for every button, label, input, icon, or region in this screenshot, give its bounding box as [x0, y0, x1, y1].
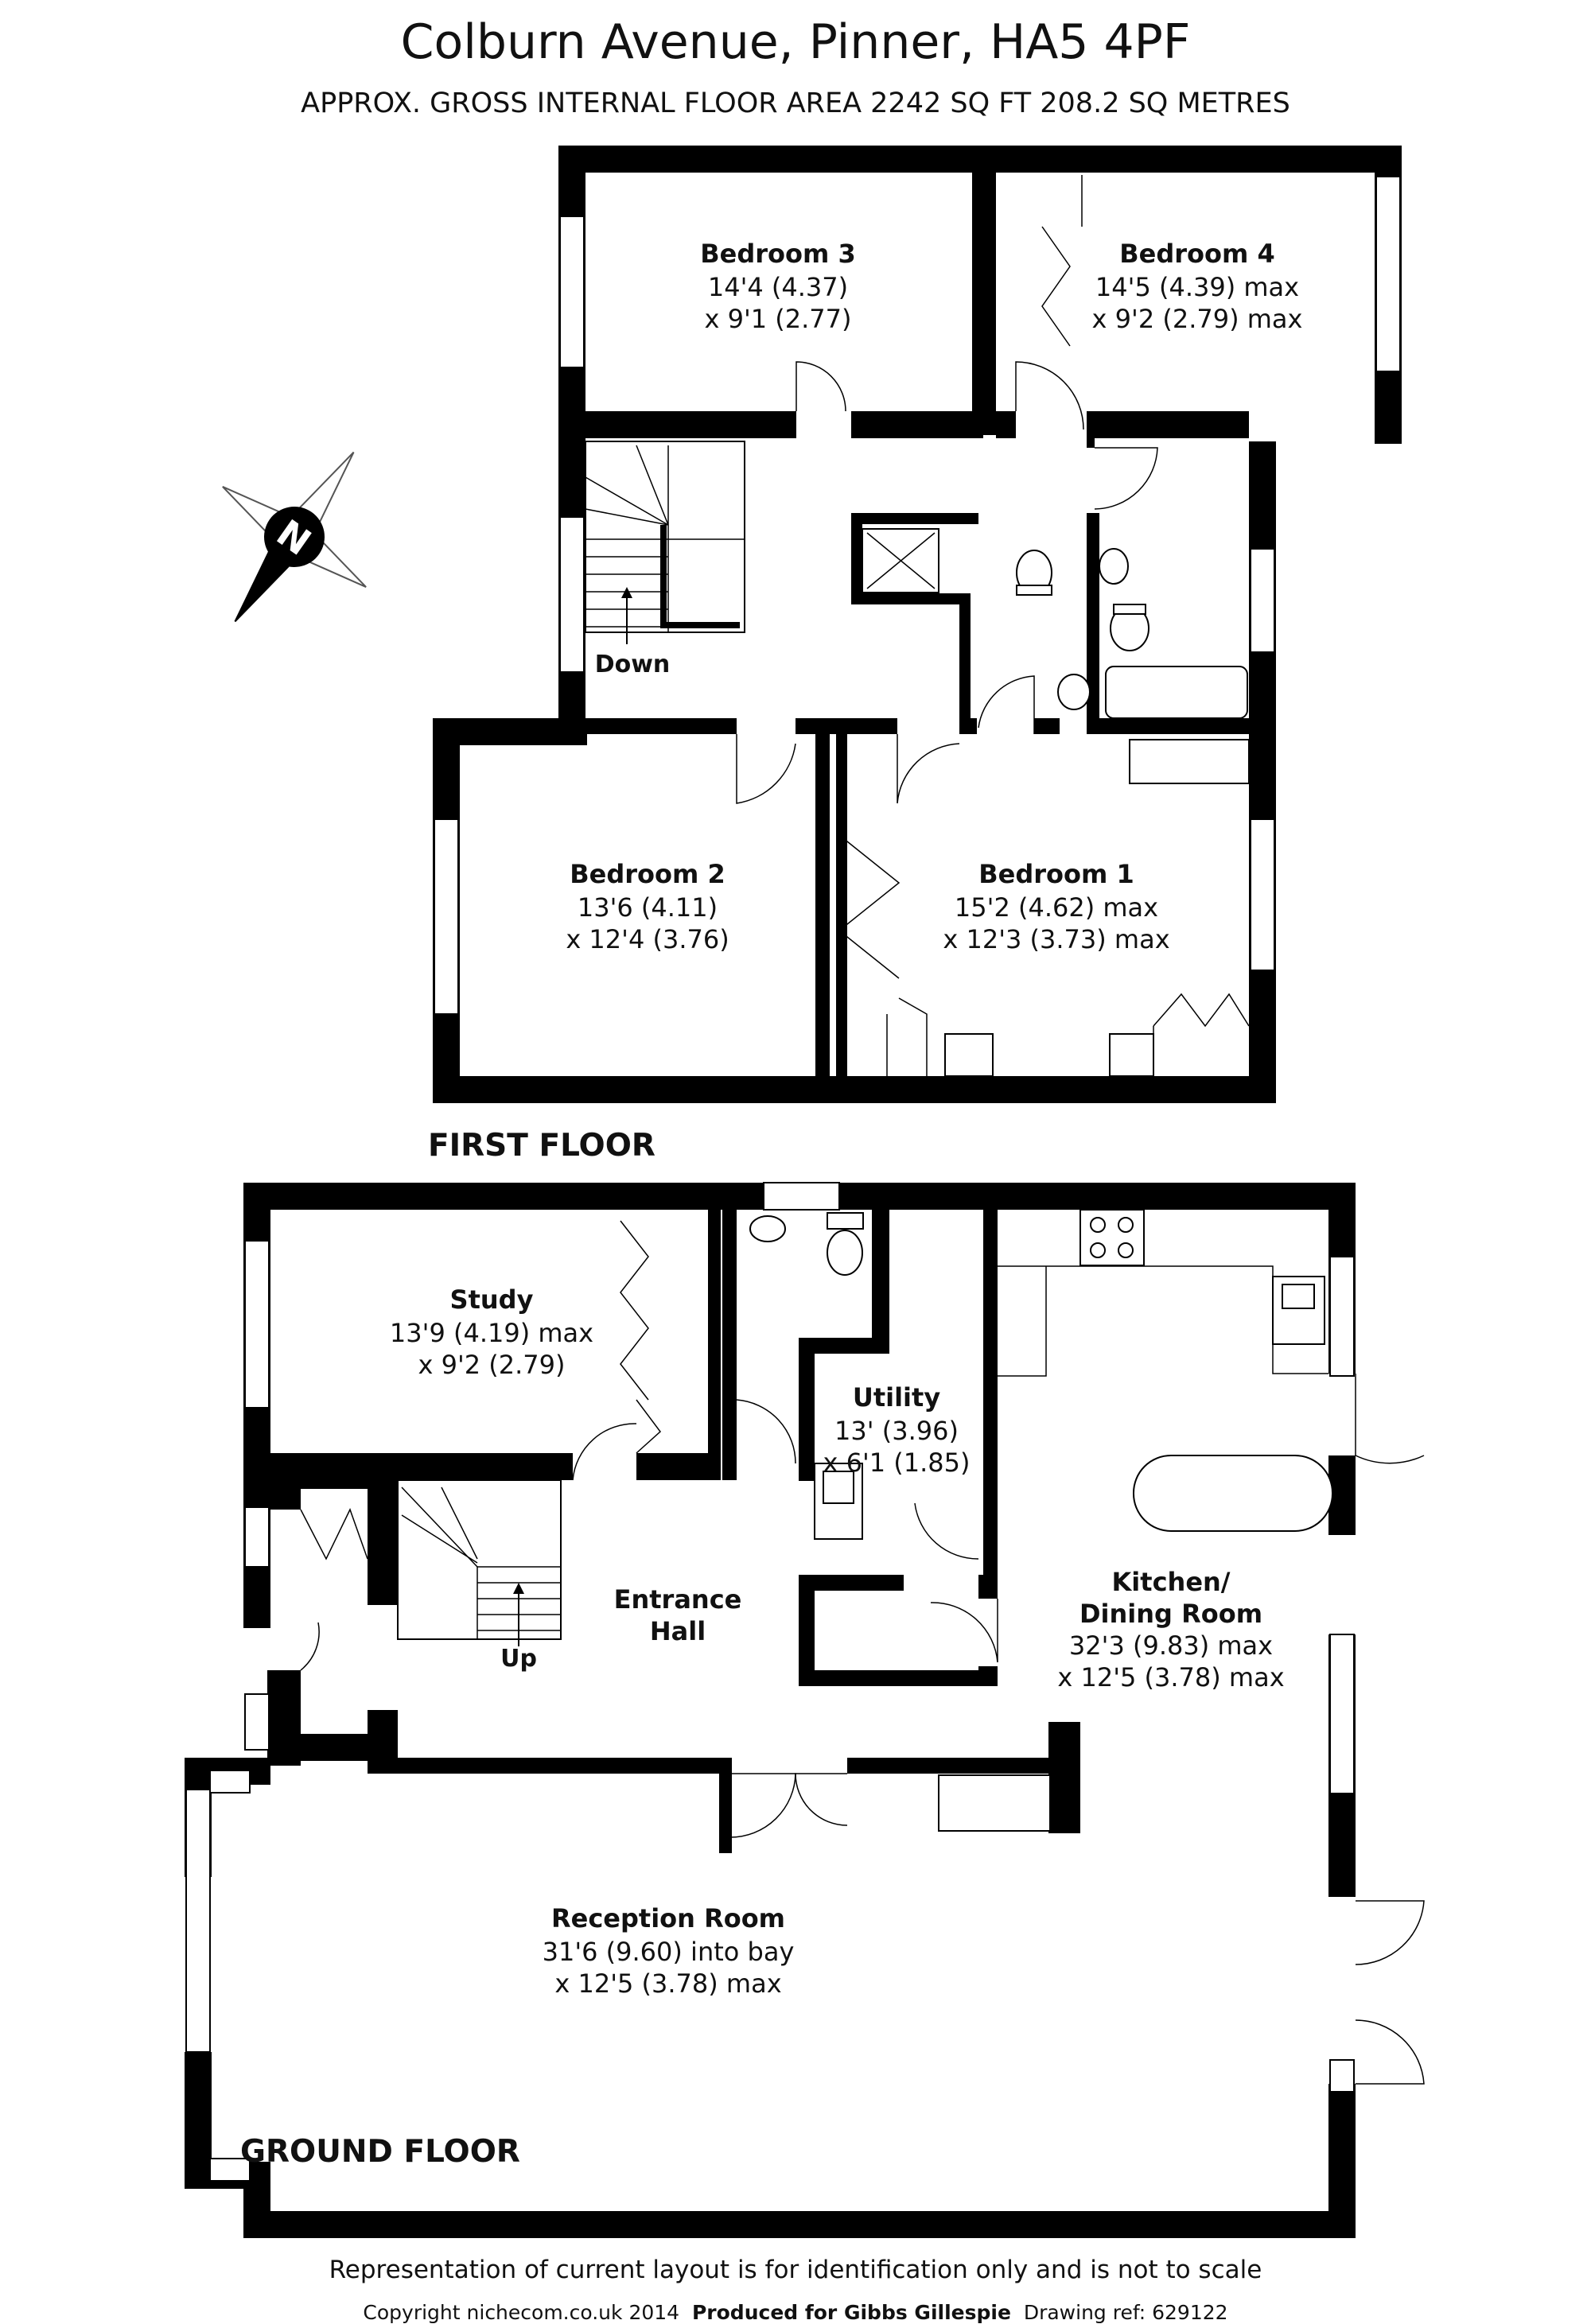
- room-dimension: x 9'2 (2.79): [418, 1350, 565, 1380]
- stairs-up-label: Up: [500, 1645, 537, 1673]
- room-dimension: 13'6 (4.11): [578, 892, 718, 923]
- room-entrance-hall: Entrance Hall: [614, 1584, 742, 1646]
- room-name: Bedroom 3: [700, 239, 856, 269]
- room-bedroom-4: Bedroom 4 14'5 (4.39) max x 9'2 (2.79) m…: [1092, 239, 1303, 334]
- room-dimension: x 9'2 (2.79) max: [1092, 304, 1303, 334]
- drawing-ref-text: Drawing ref: 629122: [1023, 2301, 1228, 2324]
- room-dimension: 13' (3.96): [834, 1416, 959, 1446]
- room-dimension: 15'2 (4.62) max: [955, 892, 1158, 923]
- room-dimension: 13'9 (4.19) max: [390, 1318, 593, 1348]
- room-dimension: 14'4 (4.37): [708, 272, 848, 302]
- room-name: Kitchen/: [1112, 1567, 1231, 1597]
- first-floor-label: FIRST FLOOR: [428, 1128, 655, 1164]
- room-dimension: 31'6 (9.60) into bay: [543, 1937, 795, 1967]
- room-name: Utility: [853, 1382, 940, 1413]
- room-name: Bedroom 1: [978, 859, 1134, 889]
- room-dimension: x 12'5 (3.78) max: [1057, 1662, 1284, 1692]
- room-dimension: x 6'1 (1.85): [823, 1448, 970, 1478]
- room-dimension: x 12'5 (3.78) max: [554, 1968, 781, 1999]
- room-name: Entrance: [614, 1584, 742, 1615]
- ground-floor-plan: [185, 1182, 1425, 2238]
- room-dimension: x 12'4 (3.76): [566, 924, 729, 954]
- room-bedroom-2: Bedroom 2 13'6 (4.11) x 12'4 (3.76): [566, 859, 729, 954]
- floor-area-subtitle: APPROX. GROSS INTERNAL FLOOR AREA 2242 S…: [301, 87, 1290, 119]
- ground-floor-stairs: [397, 1479, 562, 1646]
- room-dimension: x 9'1 (2.77): [704, 304, 851, 334]
- room-utility: Utility 13' (3.96) x 6'1 (1.85): [823, 1382, 970, 1478]
- room-bedroom-3: Bedroom 3 14'4 (4.37) x 9'1 (2.77): [700, 239, 856, 334]
- room-dimension: 14'5 (4.39) max: [1095, 272, 1299, 302]
- produced-for-text: Produced for Gibbs Gillespie: [691, 2301, 1011, 2324]
- room-name: Reception Room: [551, 1903, 785, 1933]
- compass-rose: [222, 451, 367, 623]
- room-study: Study 13'9 (4.19) max x 9'2 (2.79): [390, 1284, 593, 1380]
- room-dimension: x 12'3 (3.73) max: [943, 924, 1169, 954]
- stairs-down-label: Down: [595, 651, 671, 678]
- ground-floor-label: GROUND FLOOR: [240, 2134, 520, 2170]
- room-dimension: 32'3 (9.83) max: [1069, 1630, 1273, 1661]
- room-kitchen-dining: Kitchen/ Dining Room 32'3 (9.83) max x 1…: [1057, 1567, 1284, 1692]
- disclaimer-text: Representation of current layout is for …: [329, 2256, 1262, 2284]
- copyright-text: Copyright nichecom.co.uk 2014: [363, 2301, 680, 2324]
- first-floor-stairs: [585, 441, 745, 644]
- page-title: Colburn Avenue, Pinner, HA5 4PF: [400, 14, 1191, 70]
- room-name: Study: [450, 1284, 534, 1315]
- copyright-line: Copyright nichecom.co.uk 2014 Produced f…: [0, 2301, 1591, 2324]
- room-name: Dining Room: [1079, 1599, 1262, 1629]
- room-name: Hall: [650, 1616, 706, 1646]
- room-reception: Reception Room 31'6 (9.60) into bay x 12…: [543, 1903, 795, 1999]
- first-floor-plan: [433, 146, 1402, 1103]
- room-name: Bedroom 4: [1119, 239, 1275, 269]
- room-bedroom-1: Bedroom 1 15'2 (4.62) max x 12'3 (3.73) …: [943, 859, 1169, 954]
- room-name: Bedroom 2: [570, 859, 725, 889]
